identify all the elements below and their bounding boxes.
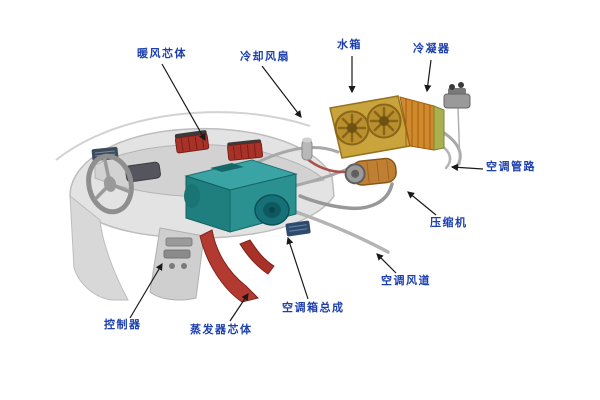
compressor-part: [344, 157, 397, 186]
condenser-assembly: [329, 95, 445, 159]
receiver-drier: [301, 137, 313, 161]
steering-wheel: [86, 153, 134, 215]
dash-vent-right: [285, 220, 311, 237]
arrow-evaporator-core: [229, 293, 249, 322]
arrow-cooling-fan: [261, 65, 302, 118]
arrow-controller: [129, 262, 163, 319]
condenser-core: [399, 96, 435, 151]
arrow-condenser: [424, 59, 432, 93]
label-heater-core: 暖风芯体: [137, 47, 187, 60]
label-ac-pipes: 空调管路: [486, 160, 536, 173]
label-controller: 控制器: [104, 318, 142, 331]
ac-duct-part: [294, 210, 390, 254]
label-cooling-fan: 冷却风扇: [240, 50, 290, 63]
label-ac-box-assembly: 空调箱总成: [282, 301, 345, 314]
blower-motor: [254, 194, 290, 226]
arrow-ac-pipes: [450, 163, 484, 171]
arrow-compressor: [407, 191, 437, 216]
label-compressor: 压缩机: [430, 216, 468, 229]
ac-box-assembly-part: [184, 159, 298, 233]
label-radiator: 水箱: [337, 38, 362, 51]
cooling-fan-part: [334, 103, 402, 146]
label-ac-duct: 空调风道: [381, 274, 431, 287]
label-condenser: 冷凝器: [413, 42, 451, 55]
label-evaporator-core: 蒸发器芯体: [190, 323, 253, 336]
arrow-ac-box-assembly: [286, 236, 309, 300]
arrow-ac-duct: [376, 253, 397, 274]
evaporator-duct-part: [199, 229, 275, 303]
console-controls: [163, 237, 193, 269]
mounting-bracket-part: [443, 82, 471, 109]
instrument-cluster: [125, 161, 161, 183]
radiator-part: [433, 105, 445, 151]
arrow-heater-core: [161, 63, 206, 142]
callout-arrows: [129, 56, 484, 322]
